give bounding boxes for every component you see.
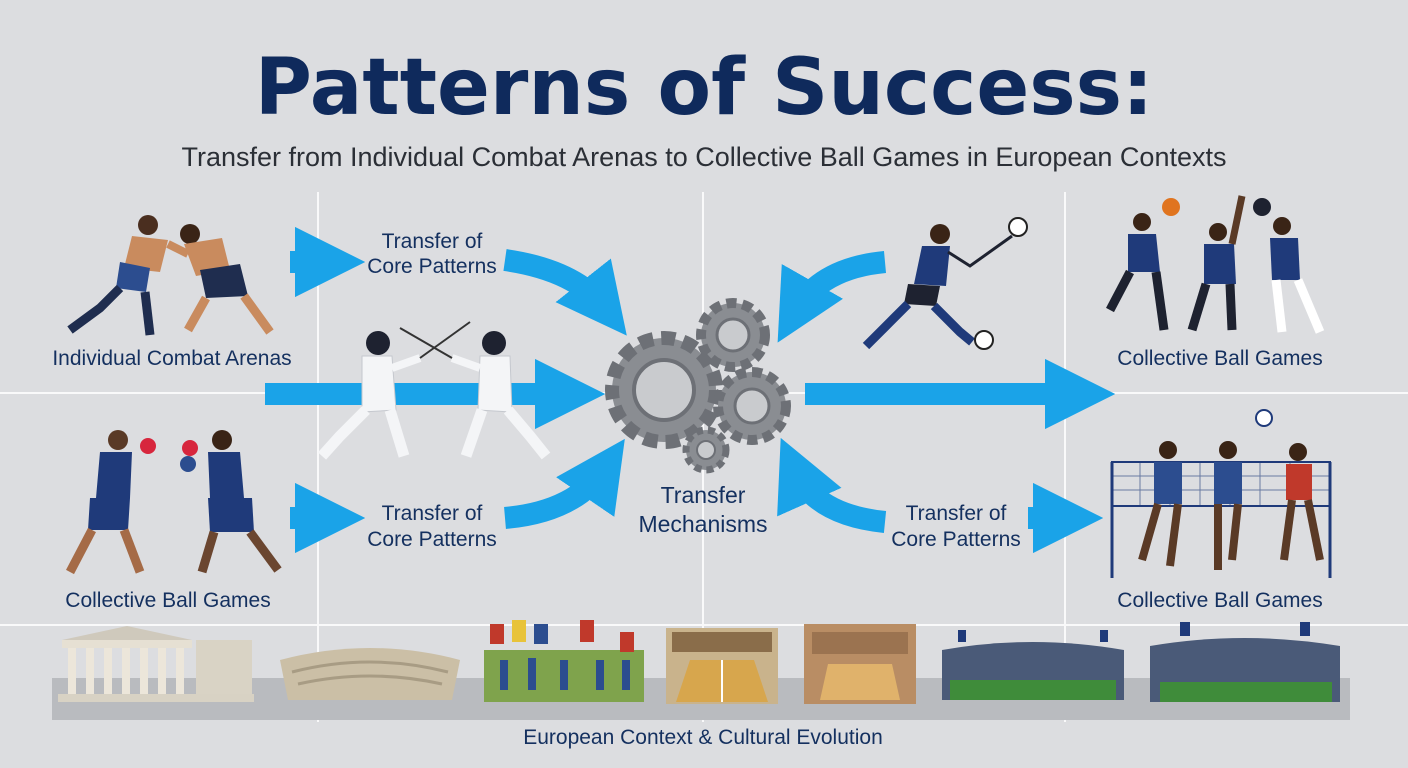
arrow-tr-curve [777, 251, 887, 343]
label-right-collective-ball-games-top: Collective Ball Games [1117, 347, 1322, 370]
volleyball-players-icon [1110, 409, 1332, 578]
modern-stadium-icon [1150, 622, 1340, 702]
medieval-festival-icon [484, 620, 644, 702]
transfer-label-bottom-left-line2: Core Patterns [367, 528, 497, 551]
basketball-players-icon [1106, 195, 1325, 334]
greek-temple-icon [58, 626, 254, 702]
fencers-icon [317, 321, 551, 460]
amphitheatre-icon [280, 648, 460, 700]
transfer-label-bottom-right-line2: Core Patterns [891, 528, 1021, 551]
soccer-player-icon [862, 217, 1028, 350]
page-title: Patterns of Success: [255, 43, 1154, 133]
footer-label: European Context & Cultural Evolution [523, 726, 883, 749]
wrestlers-icon [67, 215, 274, 336]
arrow-tl-curve [503, 249, 627, 336]
transfer-label-top-left-line2: Core Patterns [367, 255, 497, 278]
stadium-icon [942, 630, 1124, 700]
label-individual-combat-arenas: Individual Combat Arenas [52, 347, 291, 370]
arrows [265, 226, 1116, 554]
transfer-label-bottom-left-line1: Transfer of [382, 502, 483, 525]
center-label-line1: Transfer [661, 482, 746, 508]
gears-icon [605, 298, 791, 474]
label-right-collective-ball-games-bottom: Collective Ball Games [1117, 589, 1322, 612]
center-label-line2: Mechanisms [638, 511, 767, 537]
transfer-label-bottom-right-line1: Transfer of [906, 502, 1007, 525]
arrow-bl-curve [503, 438, 625, 529]
boxers-icon [66, 430, 282, 575]
arrow-br-curve [777, 437, 887, 533]
palazzo-court-icon [804, 624, 916, 704]
page-subtitle: Transfer from Individual Combat Arenas t… [182, 142, 1227, 172]
tennis-court-hall-icon [666, 628, 778, 704]
label-left-collective-ball-games: Collective Ball Games [65, 589, 270, 612]
transfer-label-top-left-line1: Transfer of [382, 230, 483, 253]
